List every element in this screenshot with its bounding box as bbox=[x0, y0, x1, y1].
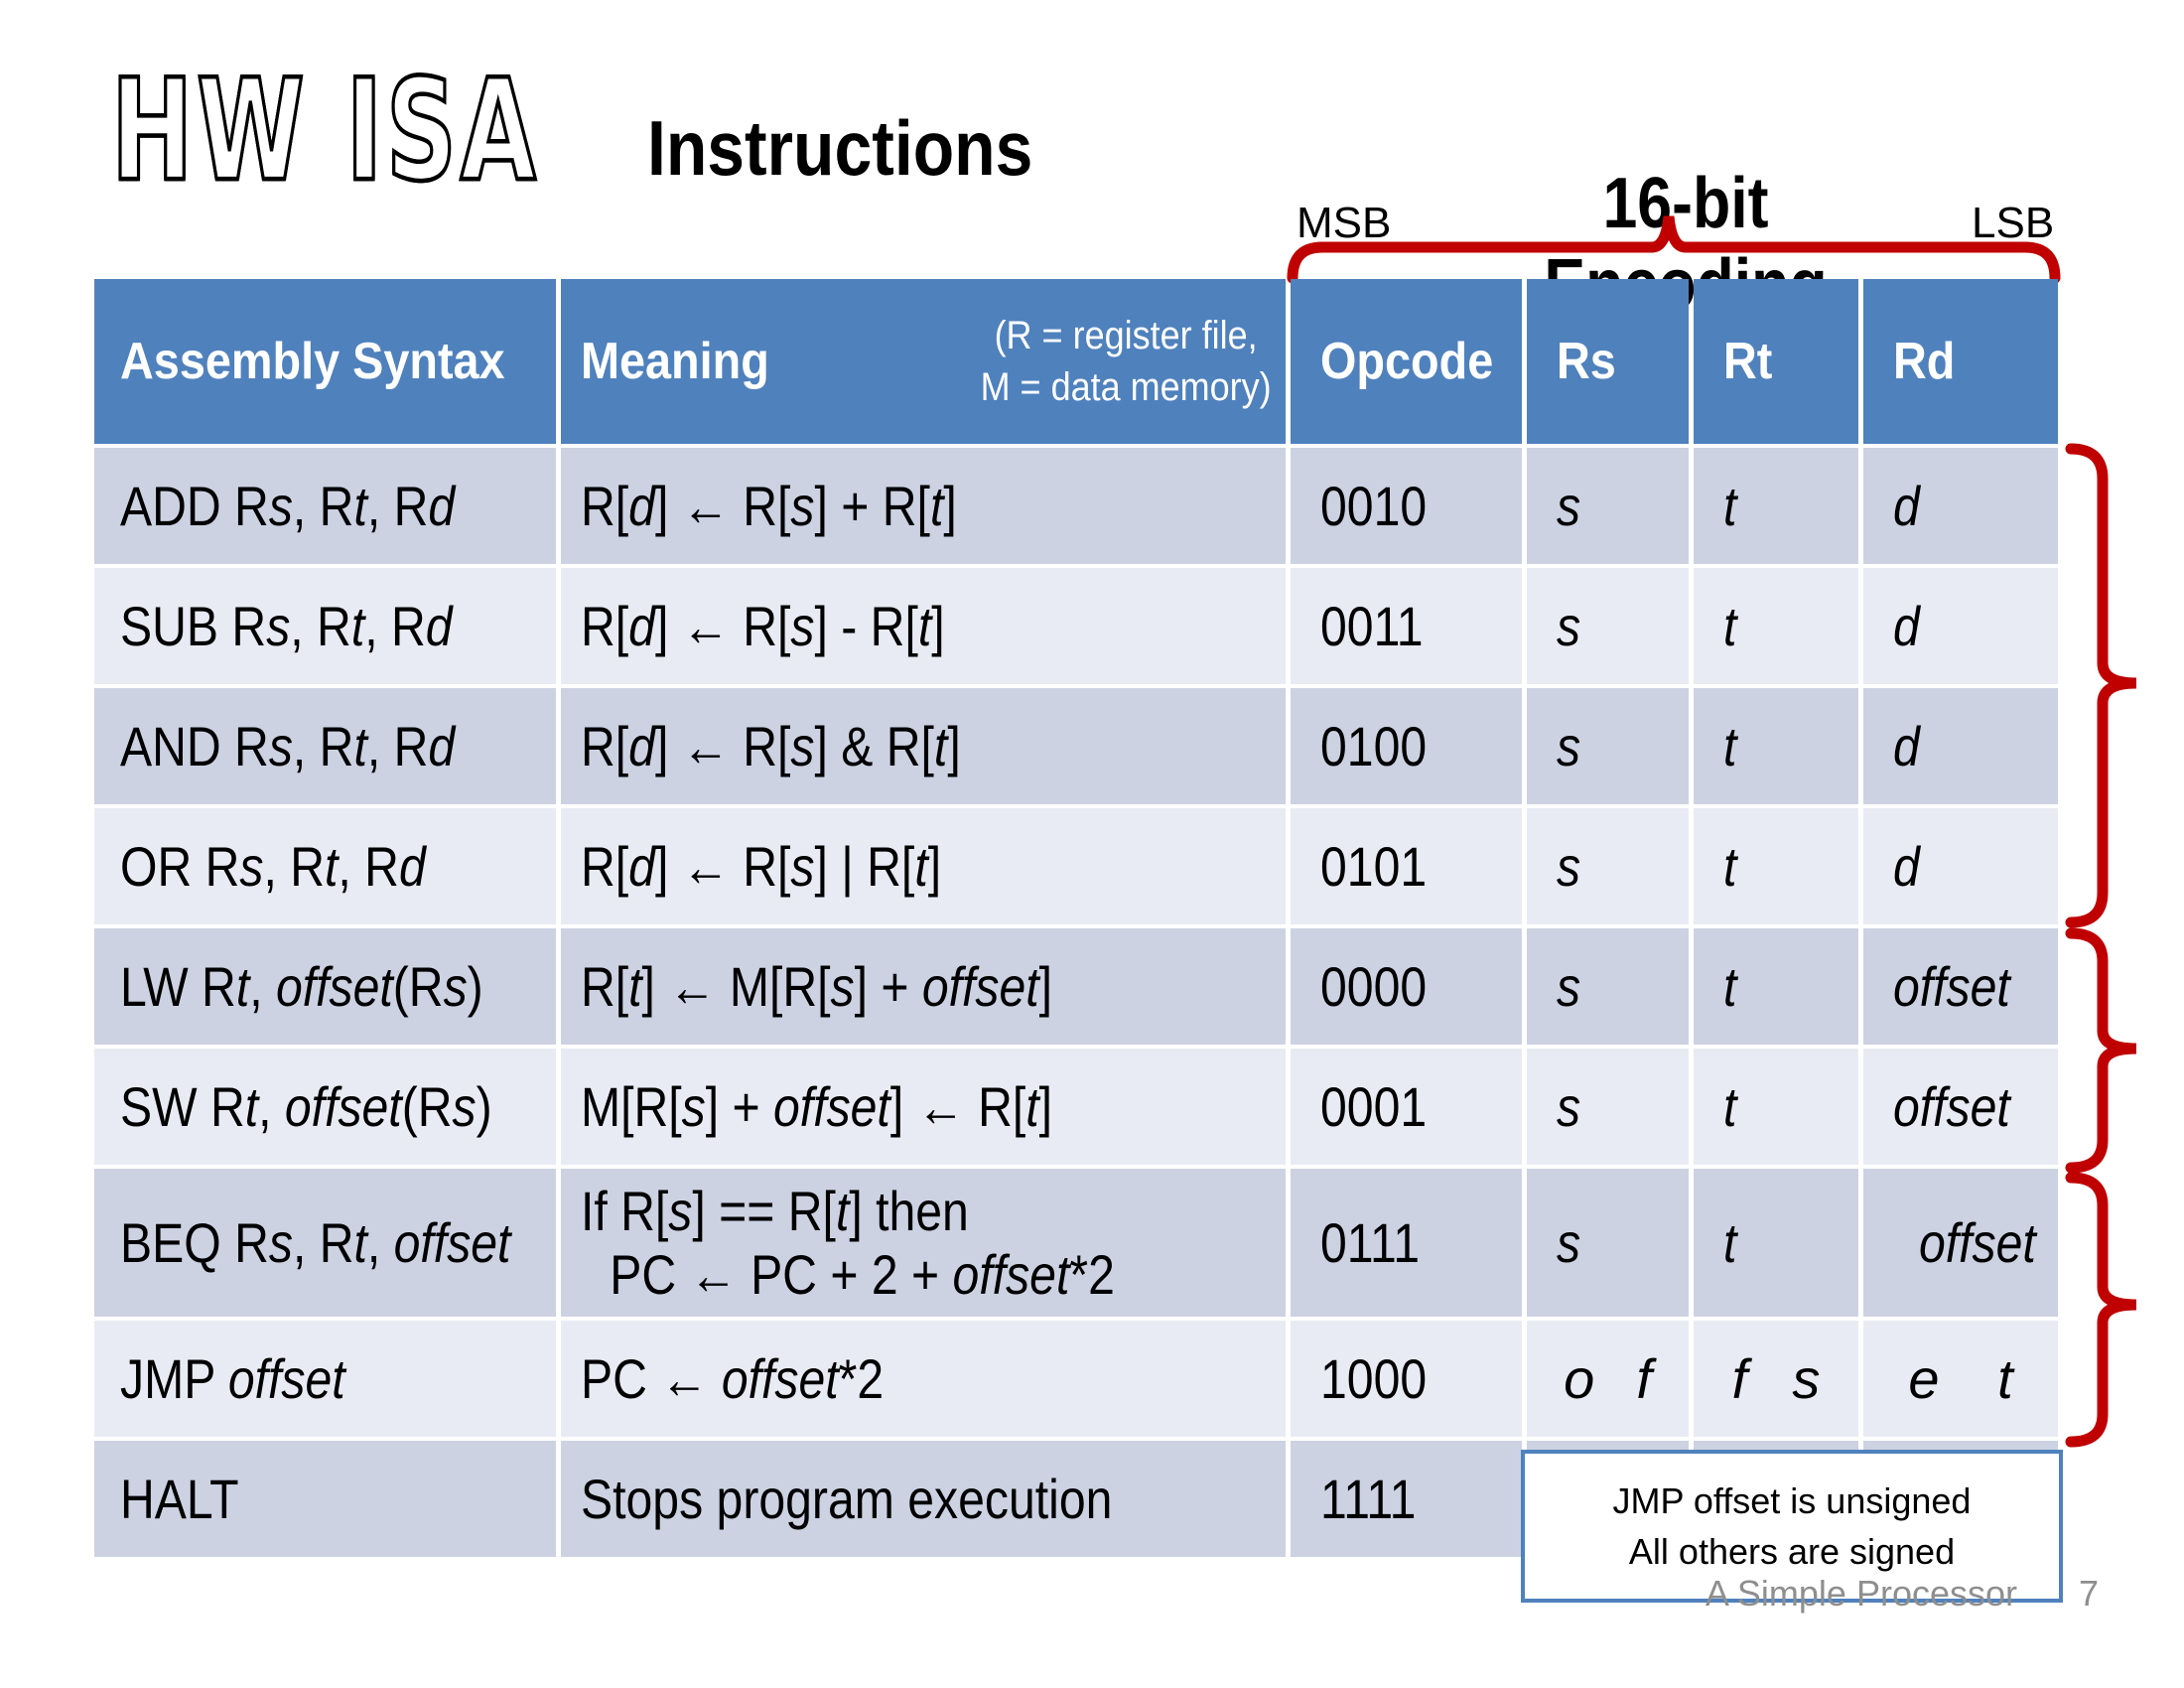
cell-sw-asm: SW Rt, offset(Rs) bbox=[94, 1049, 556, 1165]
cell-sw-rs: s bbox=[1527, 1049, 1689, 1165]
alu-group-brace bbox=[2065, 443, 2137, 928]
cell-and-asm: AND Rs, Rt, Rd bbox=[94, 688, 556, 804]
cell-sw-opcode: 0001 bbox=[1291, 1049, 1522, 1165]
cell-beq-rd: offset bbox=[1863, 1169, 2058, 1317]
course-logo: HW ISA bbox=[109, 49, 540, 212]
cell-add-rd: d bbox=[1863, 448, 2058, 564]
cell-add-asm: ADD Rs, Rt, Rd bbox=[94, 448, 556, 564]
cell-sw-rt: t bbox=[1694, 1049, 1858, 1165]
msb-label: MSB bbox=[1297, 199, 1392, 247]
table-header-row: Assembly Syntax Meaning (R = register fi… bbox=[94, 279, 2058, 444]
cell-jmp-asm: JMP offset bbox=[94, 1321, 556, 1437]
table-row-lw: LW Rt, offset(Rs)R[t] ← M[R[s] + offset]… bbox=[94, 928, 2058, 1045]
cell-and-rs: s bbox=[1527, 688, 1689, 804]
cell-lw-rt: t bbox=[1694, 928, 1858, 1045]
lsb-label: LSB bbox=[1972, 199, 2055, 247]
cell-lw-rd: offset bbox=[1863, 928, 2058, 1045]
note-line-1: JMP offset is unsigned bbox=[1612, 1479, 1972, 1521]
header-rs: Rs bbox=[1527, 279, 1689, 444]
header-meaning: Meaning (R = register file, M = data mem… bbox=[561, 279, 1286, 444]
cell-or-meaning: R[d] ← R[s] | R[t] bbox=[561, 808, 1286, 924]
cell-lw-opcode: 0000 bbox=[1291, 928, 1522, 1045]
cell-or-rd: d bbox=[1863, 808, 2058, 924]
footer-title: A Simple Processor bbox=[1705, 1573, 2017, 1614]
cell-sub-rt: t bbox=[1694, 568, 1858, 684]
page-title-text: Instructions bbox=[647, 104, 1033, 192]
page-title: Instructions bbox=[647, 103, 1090, 194]
table-row-sw: SW Rt, offset(Rs)M[R[s] + offset] ← R[t]… bbox=[94, 1049, 2058, 1165]
cell-jmp-meaning: PC ← offset*2 bbox=[561, 1321, 1286, 1437]
instruction-table: Assembly Syntax Meaning (R = register fi… bbox=[94, 279, 2058, 1561]
page-number: 7 bbox=[2079, 1573, 2100, 1614]
note-line-2: All others are signed bbox=[1628, 1531, 1956, 1572]
cell-and-rd: d bbox=[1863, 688, 2058, 804]
cell-sub-meaning: R[d] ← R[s] - R[t] bbox=[561, 568, 1286, 684]
cell-sw-rd: offset bbox=[1863, 1049, 2058, 1165]
cell-and-rt: t bbox=[1694, 688, 1858, 804]
cell-halt-meaning: Stops program execution bbox=[561, 1441, 1286, 1557]
cell-sub-rd: d bbox=[1863, 568, 2058, 684]
cell-beq-rt: t bbox=[1694, 1169, 1858, 1317]
cell-sub-opcode: 0011 bbox=[1291, 568, 1522, 684]
cell-and-opcode: 0100 bbox=[1291, 688, 1522, 804]
cell-add-rs: s bbox=[1527, 448, 1689, 564]
header-rd: Rd bbox=[1863, 279, 2058, 444]
cell-and-meaning: R[d] ← R[s] & R[t] bbox=[561, 688, 1286, 804]
header-assembly-syntax: Assembly Syntax bbox=[94, 279, 556, 444]
cell-halt-opcode: 1111 bbox=[1291, 1441, 1522, 1557]
cell-beq-asm: BEQ Rs, Rt, offset bbox=[94, 1169, 556, 1317]
cell-jmp-opcode: 1000 bbox=[1291, 1321, 1522, 1437]
header-rt: Rt bbox=[1694, 279, 1858, 444]
memory-group-brace bbox=[2065, 927, 2137, 1174]
cell-add-meaning: R[d] ← R[s] + R[t] bbox=[561, 448, 1286, 564]
cell-sw-meaning: M[R[s] + offset] ← R[t] bbox=[561, 1049, 1286, 1165]
cell-lw-rs: s bbox=[1527, 928, 1689, 1045]
header-opcode: Opcode bbox=[1291, 279, 1522, 444]
cell-add-rt: t bbox=[1694, 448, 1858, 564]
jmp-note-box: JMP offset is unsigned All others are si… bbox=[1521, 1450, 2063, 1603]
cell-beq-rs: s bbox=[1527, 1169, 1689, 1317]
cell-or-opcode: 0101 bbox=[1291, 808, 1522, 924]
cell-beq-opcode: 0111 bbox=[1291, 1169, 1522, 1317]
cell-add-opcode: 0010 bbox=[1291, 448, 1522, 564]
cell-or-asm: OR Rs, Rt, Rd bbox=[94, 808, 556, 924]
cell-sub-asm: SUB Rs, Rt, Rd bbox=[94, 568, 556, 684]
cell-sub-rs: s bbox=[1527, 568, 1689, 684]
cell-lw-asm: LW Rt, offset(Rs) bbox=[94, 928, 556, 1045]
cell-or-rs: s bbox=[1527, 808, 1689, 924]
cell-halt-asm: HALT bbox=[94, 1441, 556, 1557]
branch-group-brace bbox=[2065, 1172, 2137, 1448]
cell-or-rt: t bbox=[1694, 808, 1858, 924]
header-meaning-legend: (R = register file, M = data memory) bbox=[980, 314, 1272, 409]
cell-lw-meaning: R[t] ← M[R[s] + offset] bbox=[561, 928, 1286, 1045]
